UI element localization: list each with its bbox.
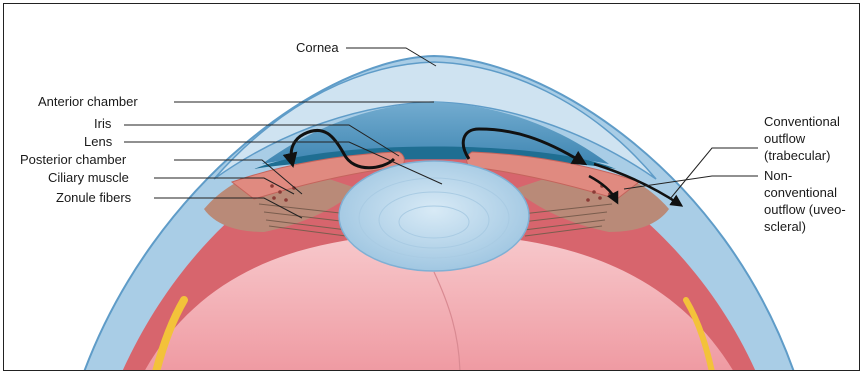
label-nonconventional-line-3: outflow (uveo- [764,202,846,217]
label-cornea: Cornea [296,40,339,55]
label-lens: Lens [84,134,113,149]
label-anterior-chamber: Anterior chamber [38,94,138,109]
label-zonule-fibers: Zonule fibers [56,190,132,205]
label-ciliary-muscle: Ciliary muscle [48,170,129,185]
label-conventional-line-3: (trabecular) [764,148,830,163]
label-nonconventional-line-2: conventional [764,185,837,200]
label-nonconventional-line-1: Non- [764,168,792,183]
diagram-frame: Cornea Anterior chamber Iris Lens Poster… [3,3,860,371]
label-nonconventional-line-4: scleral) [764,219,806,234]
label-iris: Iris [94,116,112,131]
label-posterior-chamber: Posterior chamber [20,152,127,167]
label-nonconventional-outflow: Non- conventional outflow (uveo- scleral… [764,168,849,234]
label-conventional-outflow: Conventional outflow (trabecular) [764,114,844,163]
label-conventional-line-2: outflow [764,131,806,146]
label-conventional-line-1: Conventional [764,114,840,129]
eye-anatomy-diagram: Cornea Anterior chamber Iris Lens Poster… [4,4,860,371]
